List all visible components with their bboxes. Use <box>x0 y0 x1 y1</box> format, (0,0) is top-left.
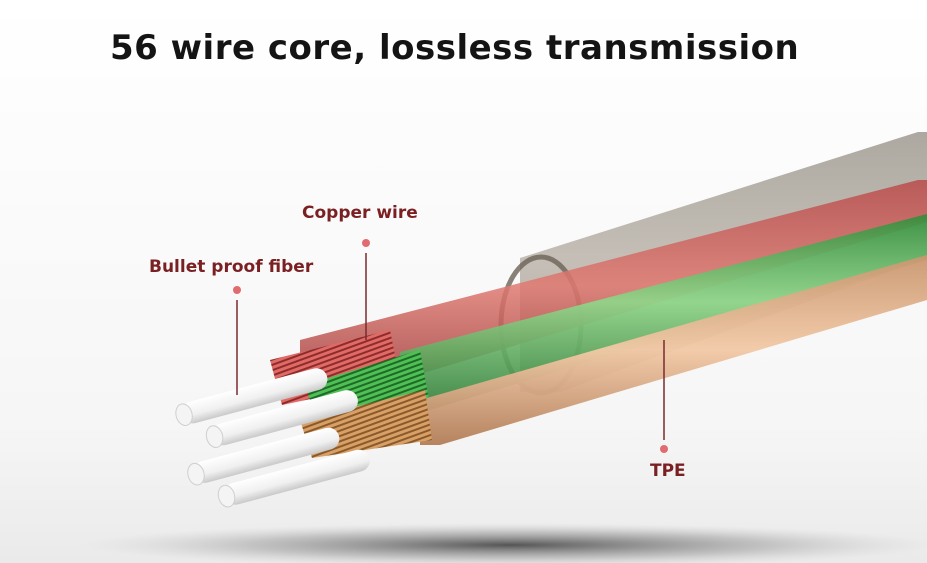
leader-tpe <box>660 340 668 453</box>
label-bullet-proof-fiber: Bullet proof fiber <box>149 257 314 277</box>
headline: 56 wire core, lossless transmission <box>110 28 800 68</box>
bullet-proof-fiber-strands <box>175 368 370 508</box>
leader-copper-wire <box>362 239 370 340</box>
leader-bullet-proof-fiber <box>233 286 241 395</box>
label-tpe: TPE <box>650 461 686 481</box>
label-copper-wire: Copper wire <box>302 203 418 223</box>
